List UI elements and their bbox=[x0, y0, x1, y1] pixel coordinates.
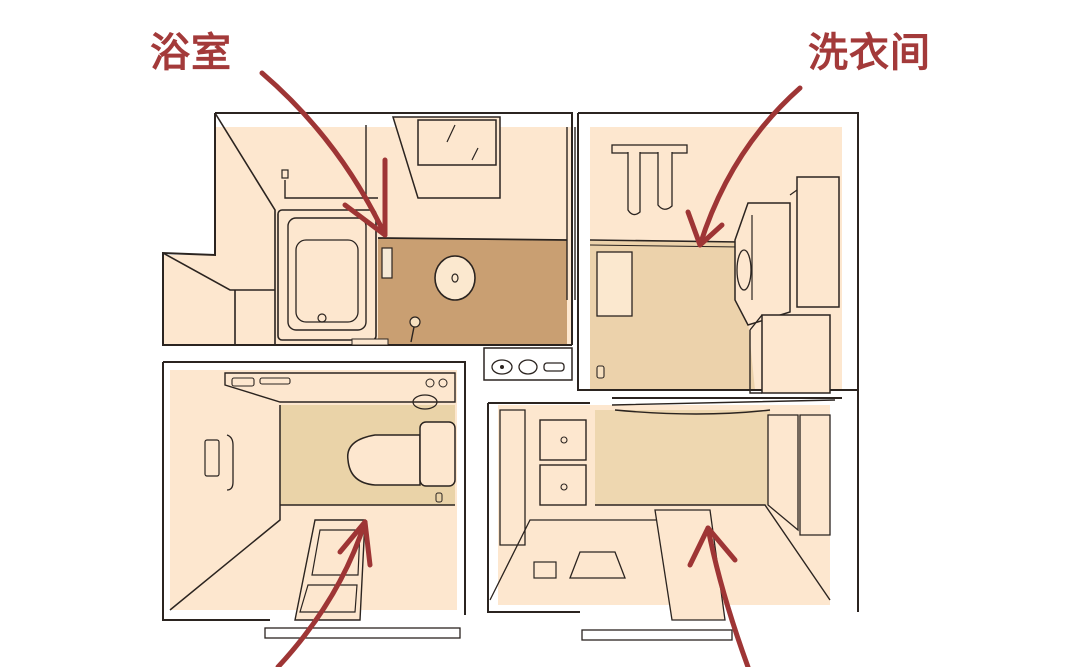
washroom-floor bbox=[595, 410, 770, 505]
label-laundry: 洗衣间 bbox=[808, 30, 931, 76]
label-bathroom: 浴室 bbox=[150, 30, 232, 76]
gloves-rack-icon bbox=[611, 144, 688, 216]
washbasin-counter bbox=[483, 347, 573, 381]
arrow-laundry bbox=[685, 85, 803, 248]
drawer-cabinet-icon bbox=[499, 409, 587, 546]
grab-handle-icon bbox=[226, 434, 234, 491]
control-panel-icon bbox=[204, 439, 220, 477]
bathroom-room bbox=[162, 112, 576, 346]
shower-faucet-icon bbox=[409, 316, 421, 343]
bathroom-floor bbox=[378, 238, 567, 345]
cabinet-icon bbox=[749, 314, 831, 394]
slippers-icon bbox=[533, 551, 626, 579]
grab-bar-icon bbox=[284, 125, 378, 199]
laundry-room bbox=[577, 112, 859, 394]
wall-shelf-icon bbox=[381, 247, 393, 279]
door-handle-icon bbox=[596, 365, 605, 379]
arrow-bathroom bbox=[259, 70, 388, 238]
bathtub-icon bbox=[277, 209, 377, 341]
washing-machine-icon bbox=[734, 176, 840, 326]
arrow-toilet bbox=[275, 519, 373, 667]
washroom-room bbox=[487, 390, 859, 641]
toilet-room bbox=[162, 361, 466, 639]
toilet-icon bbox=[347, 421, 456, 503]
round-drain-icon bbox=[434, 255, 476, 301]
curtain-rail-icon bbox=[611, 399, 836, 415]
arrow-washroom bbox=[687, 525, 751, 667]
notice-board-icon bbox=[596, 251, 633, 317]
window-icon bbox=[391, 116, 501, 199]
